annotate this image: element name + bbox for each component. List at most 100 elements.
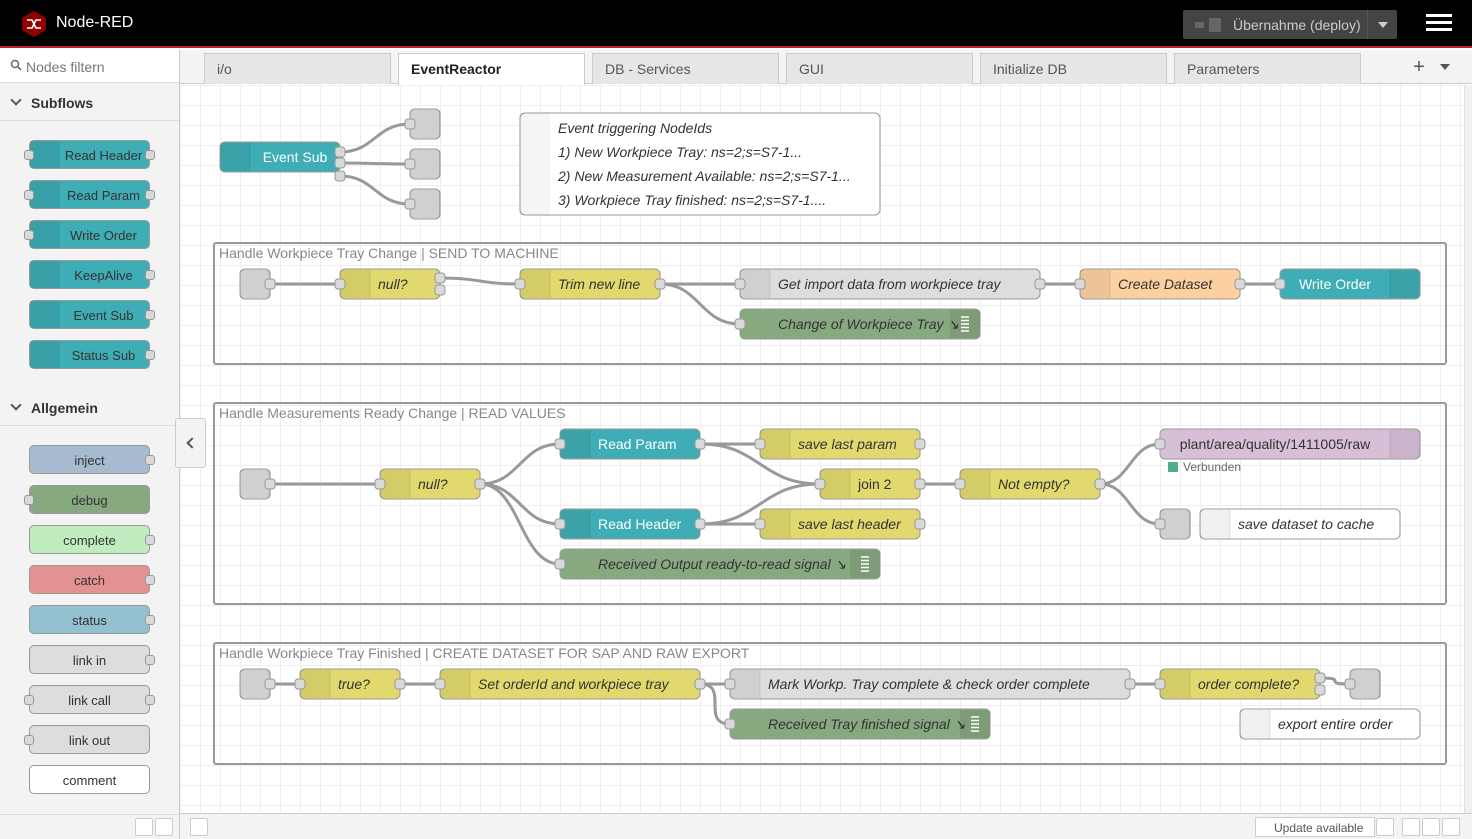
- output-port[interactable]: [145, 150, 155, 160]
- mqtt-out-node[interactable]: plant/area/quality/1411005/raw: [1154, 428, 1421, 460]
- output-port[interactable]: [914, 438, 926, 450]
- output-port[interactable]: [694, 518, 706, 530]
- input-port[interactable]: [374, 478, 386, 490]
- wire[interactable]: [339, 122, 411, 154]
- link-in-node[interactable]: [239, 668, 276, 700]
- palette-node-read-header[interactable]: Read Header: [24, 140, 155, 169]
- event-sub-node[interactable]: Event Sub: [219, 141, 346, 182]
- link-in-node[interactable]: [239, 468, 276, 500]
- wire[interactable]: [1099, 442, 1161, 486]
- palette-search[interactable]: Nodes filtern: [0, 50, 179, 83]
- output-port[interactable]: [914, 518, 926, 530]
- wire[interactable]: [479, 482, 561, 566]
- tab-i-o[interactable]: i/o: [204, 53, 391, 84]
- tab-parameters[interactable]: Parameters: [1174, 53, 1361, 84]
- category-subflows[interactable]: Subflows: [0, 85, 179, 121]
- tab-menu-button[interactable]: [1440, 64, 1450, 70]
- tab-gui[interactable]: GUI: [786, 53, 973, 84]
- input-port[interactable]: [734, 278, 746, 290]
- workspace-scrollbar[interactable]: [1464, 85, 1472, 813]
- input-port[interactable]: [514, 278, 526, 290]
- wire[interactable]: [1319, 676, 1351, 686]
- palette-node-status[interactable]: status: [29, 605, 155, 634]
- zoom-reset-button[interactable]: [1422, 818, 1440, 836]
- link-out-node[interactable]: [1344, 668, 1381, 700]
- input-port[interactable]: [1074, 278, 1086, 290]
- input-port[interactable]: [24, 695, 34, 705]
- wire[interactable]: [699, 482, 821, 526]
- link-out-node[interactable]: [1154, 508, 1191, 540]
- link-call-node[interactable]: Get import data from workpiece tray: [734, 268, 1046, 300]
- palette-node-write-order[interactable]: Write Order: [24, 220, 150, 249]
- output-port[interactable]: [1034, 278, 1046, 290]
- input-port[interactable]: [1154, 518, 1166, 530]
- output-port[interactable]: [264, 478, 276, 490]
- output-port[interactable]: [434, 284, 446, 296]
- output-port[interactable]: [145, 695, 155, 705]
- join-node[interactable]: join 2: [814, 468, 926, 500]
- output-port[interactable]: [145, 575, 155, 585]
- input-port[interactable]: [554, 558, 566, 570]
- input-port[interactable]: [954, 478, 966, 490]
- palette-node-catch[interactable]: catch: [29, 565, 155, 594]
- deploy-menu-button[interactable]: [1367, 10, 1397, 39]
- wire[interactable]: [1099, 482, 1161, 526]
- output-port[interactable]: [145, 455, 155, 465]
- debug-node[interactable]: Received Output ready-to-read signal ↘: [554, 548, 881, 580]
- input-port[interactable]: [724, 678, 736, 690]
- change-trim-node[interactable]: Trim new line: [514, 268, 666, 300]
- input-port[interactable]: [724, 718, 736, 730]
- output-port[interactable]: [654, 278, 666, 290]
- search-flows-button[interactable]: [190, 818, 208, 836]
- input-port[interactable]: [814, 478, 826, 490]
- input-port[interactable]: [294, 678, 306, 690]
- update-available-button[interactable]: Update available: [1255, 817, 1375, 837]
- wire[interactable]: [699, 442, 821, 486]
- input-port[interactable]: [404, 158, 416, 170]
- wire[interactable]: [339, 161, 411, 166]
- tab-initialize-db[interactable]: Initialize DB: [980, 53, 1167, 84]
- input-port[interactable]: [24, 230, 34, 240]
- input-port[interactable]: [754, 438, 766, 450]
- comment-save-cache-node[interactable]: save dataset to cache: [1199, 508, 1401, 540]
- output-port[interactable]: [145, 535, 155, 545]
- expand-all-button[interactable]: [135, 818, 153, 836]
- output-port[interactable]: [145, 615, 155, 625]
- output-port[interactable]: [145, 350, 155, 360]
- input-port[interactable]: [24, 150, 34, 160]
- function-create-dataset-node[interactable]: Create Dataset: [1074, 268, 1246, 300]
- palette-node-link-out[interactable]: link out: [24, 725, 150, 754]
- input-port[interactable]: [1344, 678, 1356, 690]
- output-port[interactable]: [145, 310, 155, 320]
- change-save-param-node[interactable]: save last param: [754, 428, 926, 460]
- main-menu-button[interactable]: [1426, 14, 1452, 34]
- input-port[interactable]: [1154, 678, 1166, 690]
- zoom-out-button[interactable]: [1402, 818, 1420, 836]
- debug-node[interactable]: Received Tray finished signal ↘: [724, 708, 991, 740]
- deploy-button[interactable]: Übernahme (deploy): [1183, 10, 1397, 39]
- zoom-in-button[interactable]: [1442, 818, 1460, 836]
- palette-node-inject[interactable]: inject: [29, 445, 155, 474]
- output-port[interactable]: [394, 678, 406, 690]
- sidebar-toggle-button[interactable]: [175, 418, 206, 468]
- wire[interactable]: [339, 174, 411, 206]
- navigator-button[interactable]: [1376, 818, 1394, 836]
- flow-group[interactable]: Handle Workpiece Tray Change | SEND TO M…: [213, 242, 1447, 365]
- output-port[interactable]: [914, 478, 926, 490]
- tab-eventreactor[interactable]: EventReactor: [398, 53, 585, 85]
- output-port[interactable]: [1234, 278, 1246, 290]
- category-general[interactable]: Allgemein: [0, 390, 179, 426]
- change-save-header-node[interactable]: save last header: [754, 508, 926, 540]
- palette-node-comment[interactable]: comment: [29, 765, 150, 794]
- switch-order-complete-node[interactable]: order complete?: [1154, 668, 1326, 700]
- read-param-node[interactable]: Read Param: [554, 428, 706, 460]
- wire[interactable]: [659, 282, 741, 326]
- output-port[interactable]: [1124, 678, 1136, 690]
- input-port[interactable]: [404, 198, 416, 210]
- input-port[interactable]: [334, 278, 346, 290]
- read-header-node[interactable]: Read Header: [554, 508, 706, 540]
- collapse-all-button[interactable]: [155, 818, 173, 836]
